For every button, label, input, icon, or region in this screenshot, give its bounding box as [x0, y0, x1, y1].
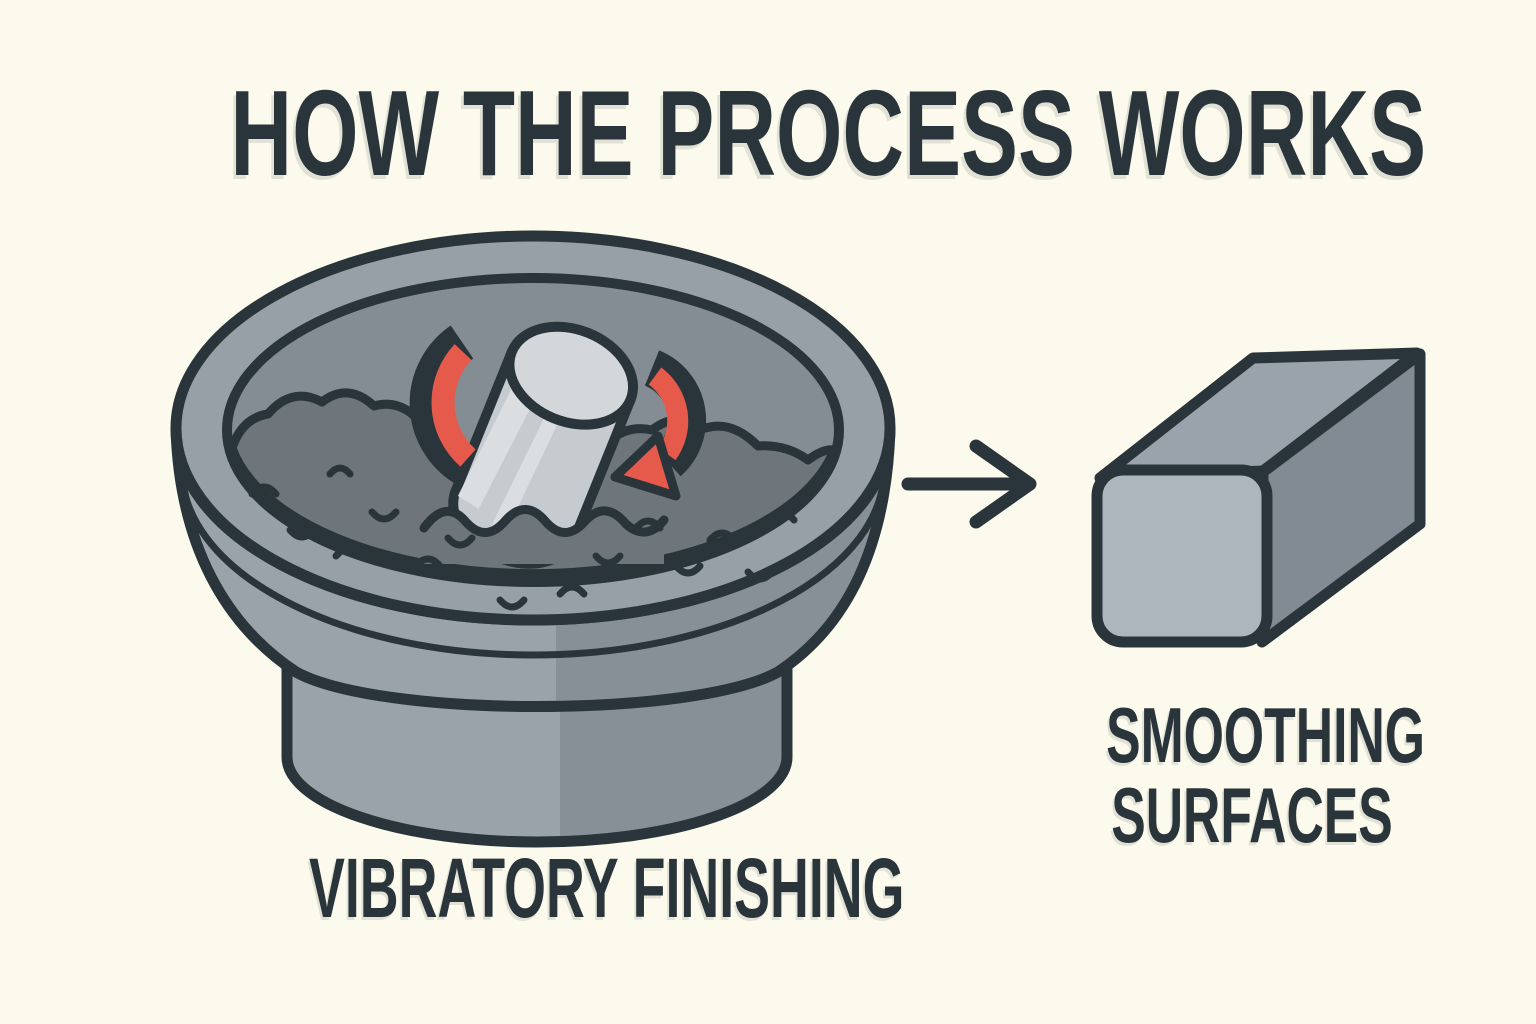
vibratory-bowl [170, 230, 896, 848]
label-smoothing-surfaces: SMOOTHING SURFACES [1106, 691, 1426, 859]
rotation-arrow-right-icon [610, 350, 707, 501]
rotation-arrow-left-icon [409, 325, 479, 486]
media-front-wave [419, 505, 669, 564]
page-title: HOW THE PROCESS WORKS [230, 65, 1427, 201]
label-smoothing-line1: SMOOTHING [1106, 691, 1426, 779]
smoothed-block [1091, 347, 1426, 648]
block-front-face [1091, 464, 1273, 648]
label-vibratory-finishing: VIBRATORY FINISHING [309, 841, 905, 935]
bowl-lip-line [178, 469, 888, 659]
cylinder-top-face [504, 321, 639, 430]
label-smoothing-line2: SURFACES [1111, 770, 1393, 859]
media-texture-marks [248, 464, 798, 611]
flow-arrow-icon [901, 439, 1037, 529]
